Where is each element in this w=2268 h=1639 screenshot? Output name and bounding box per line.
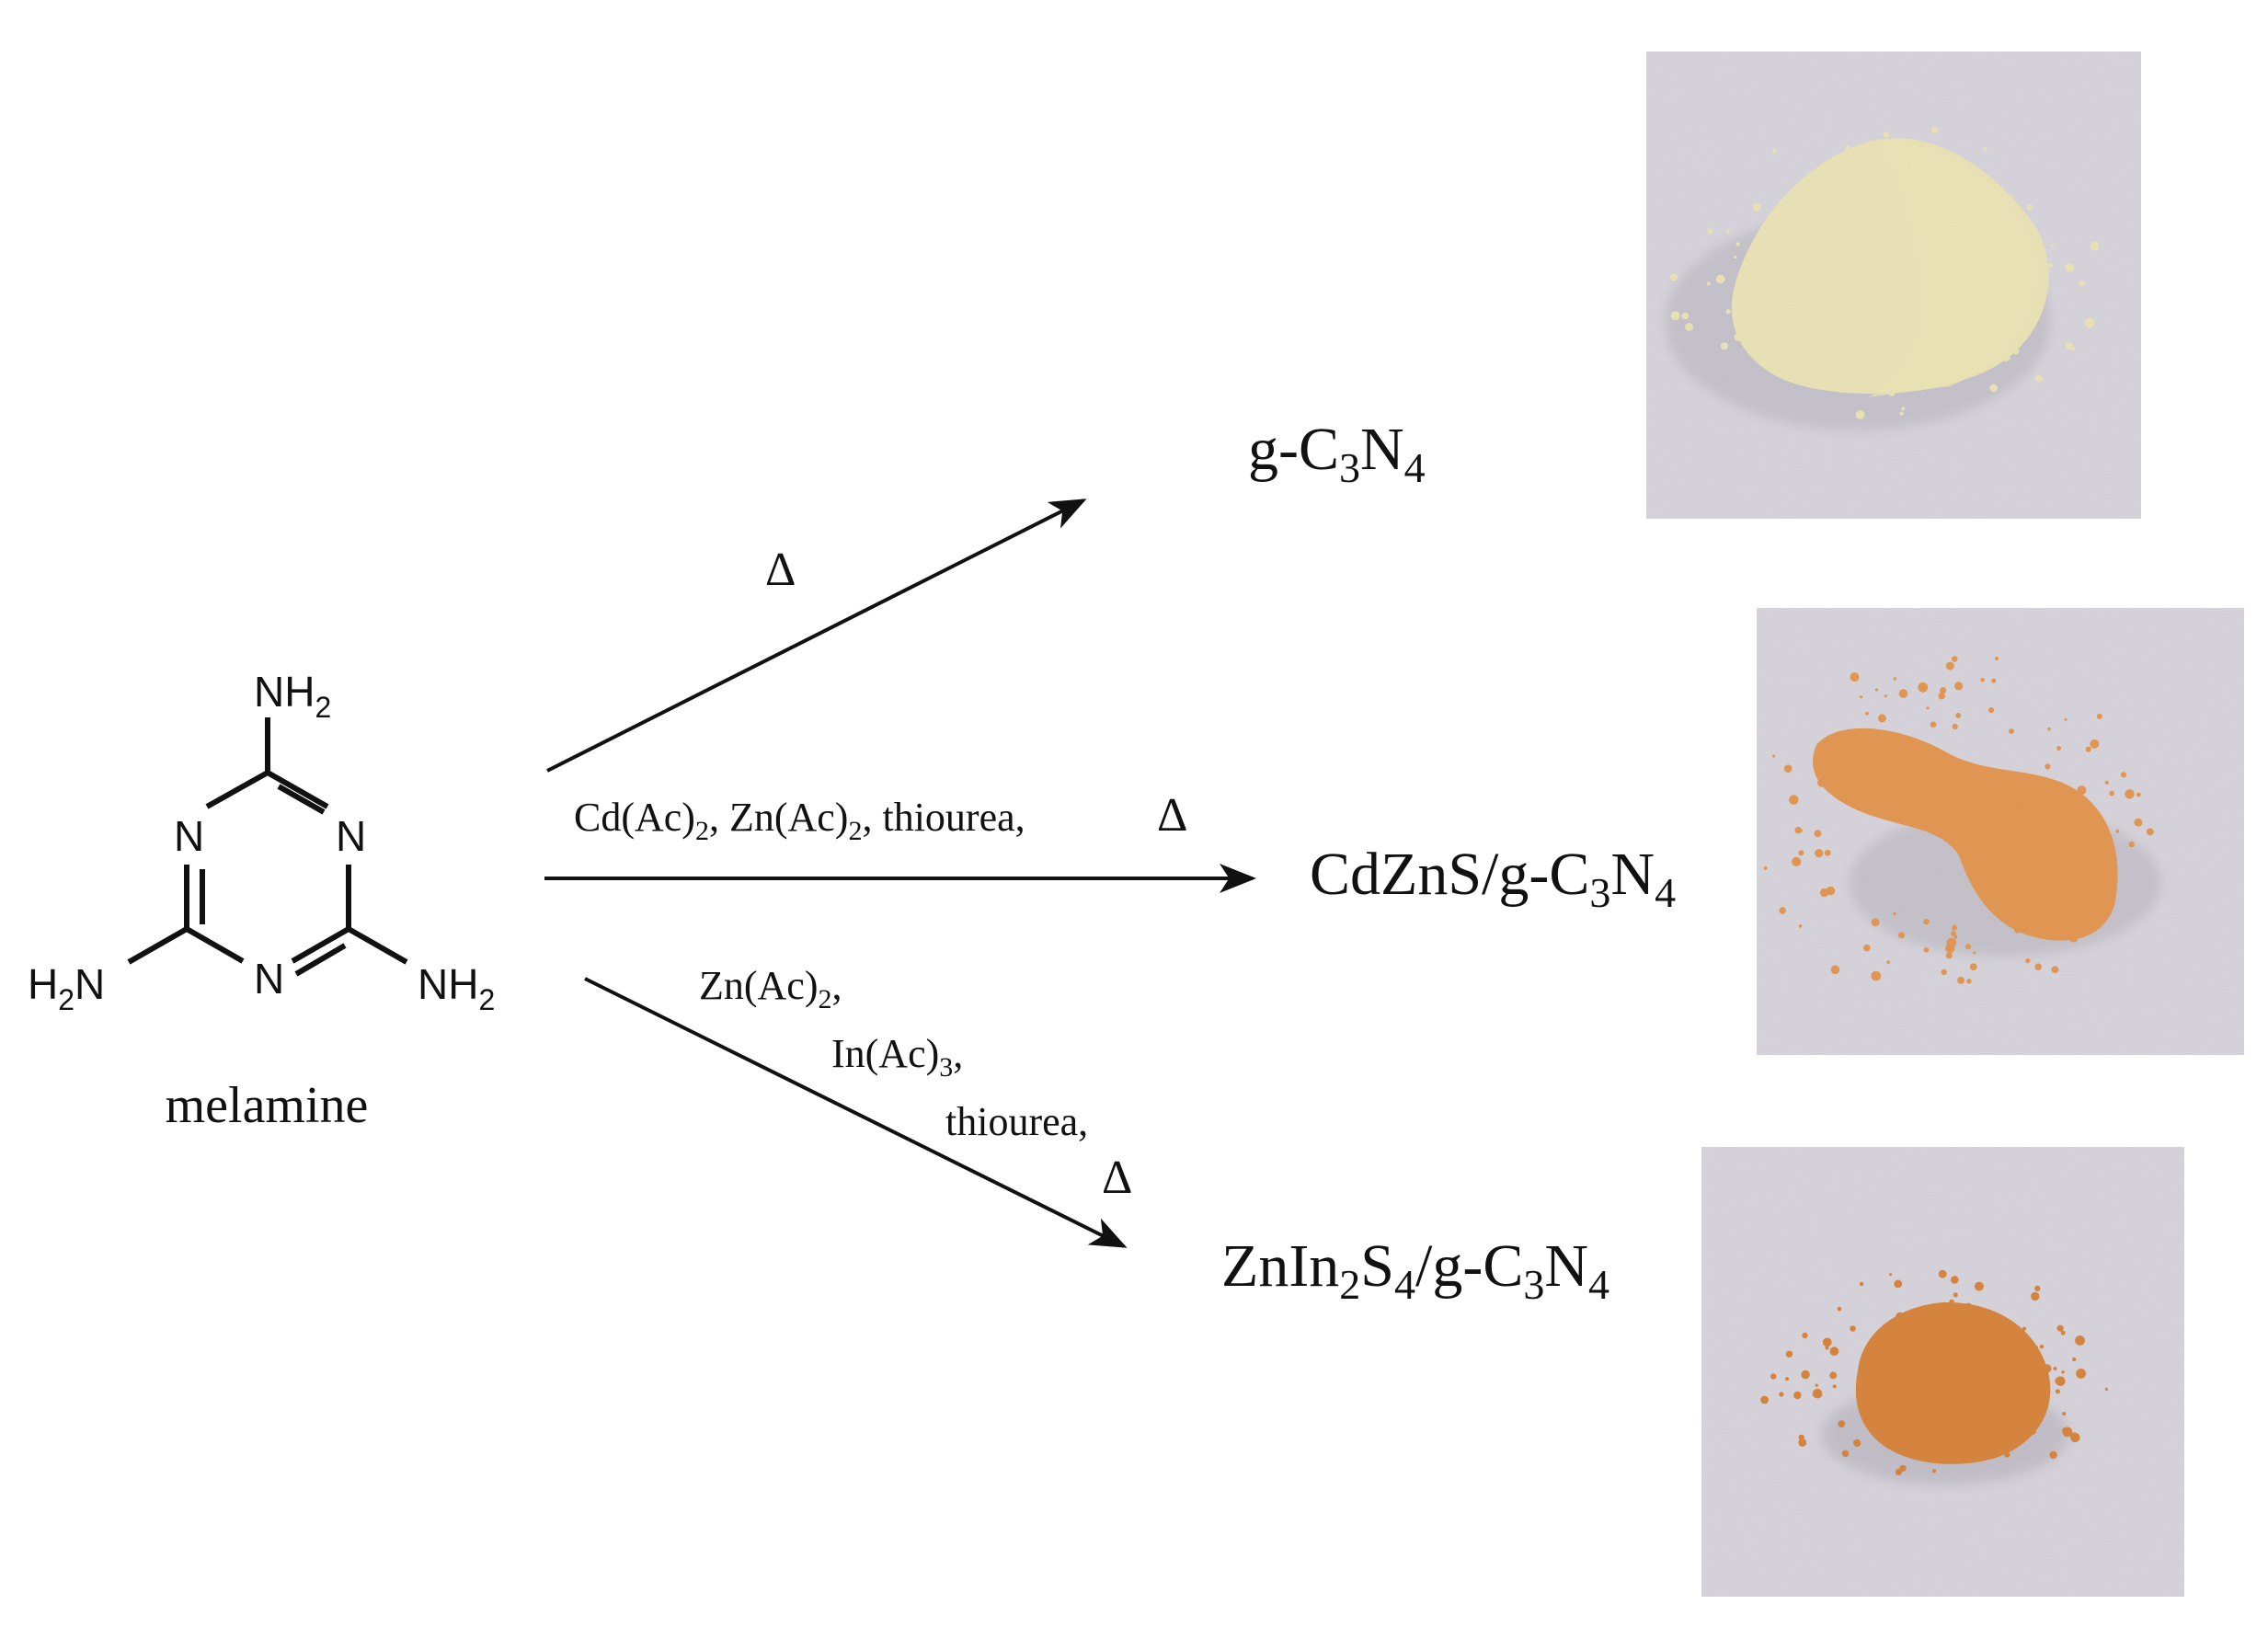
condition-top-heat: Δ [765,544,796,596]
ring-bond [291,926,350,964]
reaction-arrows [544,499,1256,1248]
amine-bond [347,926,408,965]
product-znin2s4-g-c3n4: ZnIn2S4/g-C3N4 [1221,1232,1609,1308]
ring-double-bond [277,784,326,815]
product-g-c3n4: g-C3N4 [1248,416,1426,491]
ring-bond [205,770,269,809]
amine-label-left: H2N [28,960,105,1016]
arrow-top [546,499,1087,773]
condition-bottom-thiourea: thiourea, [945,1099,1088,1144]
compound-name: melamine [166,1077,369,1134]
ring-bond [185,926,245,964]
condition-middle-reagents: Cd(Ac)2, Zn(Ac)2, thiourea, [574,795,1025,846]
amine-label-right: NH2 [418,960,495,1016]
ring-double-bond [294,943,347,977]
ring-bond [266,770,329,809]
product-cdzns-g-c3n4: CdZnS/g-C3N4 [1310,841,1676,916]
condition-middle-heat: Δ [1157,789,1187,842]
amine-bond [127,926,189,965]
arrow-bottom [584,977,1128,1248]
condition-bottom-zn: Zn(Ac)2, [699,963,842,1014]
ring-n-right: N [336,812,366,860]
ring-n-bottom: N [254,955,284,1003]
ring-n-left: N [174,812,204,860]
condition-bottom-heat: Δ [1102,1152,1132,1204]
condition-bottom-in: In(Ac)3, [831,1031,963,1083]
